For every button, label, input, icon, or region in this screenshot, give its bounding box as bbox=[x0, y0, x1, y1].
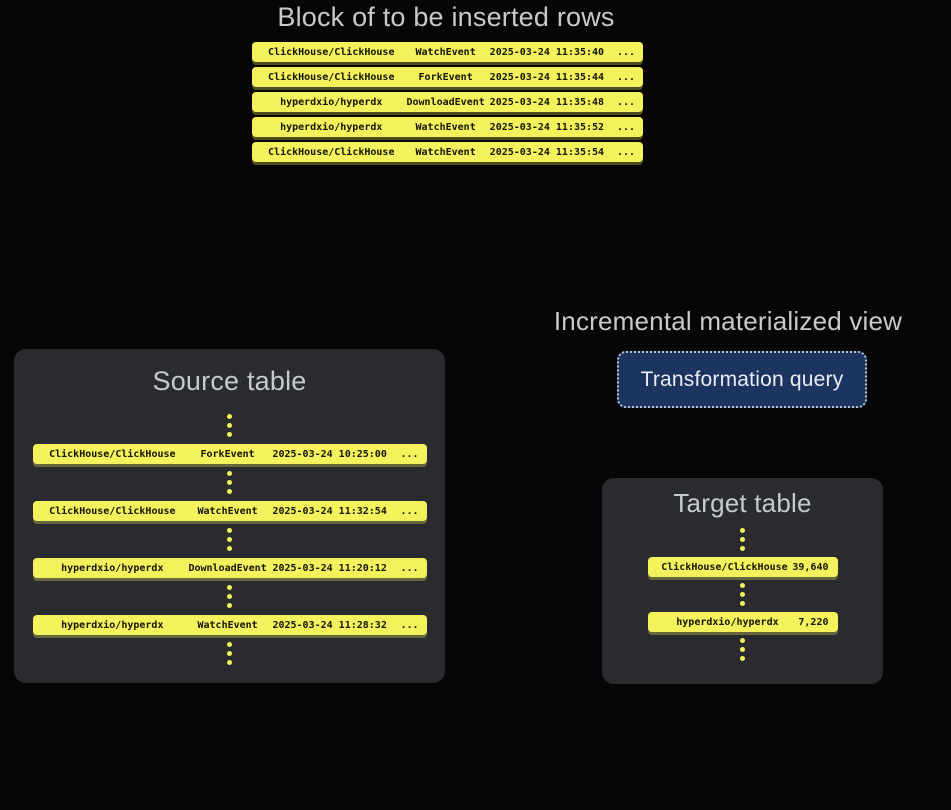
row-repo-cell: ClickHouse/ClickHouse bbox=[49, 505, 176, 517]
row-event-cell: DownloadEvent bbox=[406, 96, 485, 108]
row-time-cell: 2025-03-24 11:20:12 bbox=[272, 562, 387, 574]
row-event-cell: DownloadEvent bbox=[188, 562, 267, 574]
insert-block-rows: ClickHouse/ClickHouse WatchEvent 2025-03… bbox=[252, 42, 643, 162]
row-event-cell: WatchEvent bbox=[415, 46, 476, 58]
table-row: ClickHouse/ClickHouse ForkEvent 2025-03-… bbox=[252, 67, 643, 87]
row-time-cell: 2025-03-24 11:35:54 bbox=[489, 146, 605, 158]
row-more-cell: ... bbox=[616, 146, 635, 158]
ellipsis-dots-icon bbox=[227, 642, 232, 665]
row-event-cell: WatchEvent bbox=[415, 121, 476, 133]
table-row: ClickHouse/ClickHouse WatchEvent 2025-03… bbox=[252, 42, 643, 62]
row-repo-cell: hyperdxio/hyperdx bbox=[61, 619, 164, 631]
table-row: ClickHouse/ClickHouse ForkEvent 2025-03-… bbox=[32, 444, 427, 464]
table-row: ClickHouse/ClickHouse WatchEvent 2025-03… bbox=[252, 142, 643, 162]
ellipsis-dots-icon bbox=[740, 528, 745, 551]
row-repo-cell: ClickHouse/ClickHouse bbox=[268, 146, 395, 158]
row-time-cell: 2025-03-24 11:35:52 bbox=[489, 121, 605, 133]
transformation-query-button[interactable]: Transformation query bbox=[617, 351, 867, 408]
table-row: hyperdxio/hyperdx DownloadEvent 2025-03-… bbox=[252, 92, 643, 112]
table-row: ClickHouse/ClickHouse WatchEvent 2025-03… bbox=[32, 501, 427, 521]
row-count-cell: 7,220 bbox=[798, 616, 829, 628]
row-repo-cell: hyperdxio/hyperdx bbox=[676, 616, 779, 628]
table-row: hyperdxio/hyperdx WatchEvent 2025-03-24 … bbox=[252, 117, 643, 137]
ellipsis-dots-icon bbox=[227, 414, 232, 437]
row-repo-cell: ClickHouse/ClickHouse bbox=[268, 71, 395, 83]
ellipsis-dots-icon bbox=[227, 585, 232, 608]
row-repo-cell: hyperdxio/hyperdx bbox=[61, 562, 164, 574]
ellipsis-dots-icon bbox=[227, 528, 232, 551]
table-row: ClickHouse/ClickHouse 39,640 bbox=[647, 557, 838, 577]
row-time-cell: 2025-03-24 11:35:48 bbox=[489, 96, 605, 108]
row-more-cell: ... bbox=[616, 96, 635, 108]
row-event-cell: WatchEvent bbox=[197, 619, 258, 631]
source-table-title: Source table bbox=[152, 366, 307, 396]
row-event-cell: ForkEvent bbox=[200, 448, 255, 460]
row-time-cell: 2025-03-24 11:35:44 bbox=[489, 71, 605, 83]
row-more-cell: ... bbox=[400, 505, 419, 517]
materialized-view-title: Incremental materialized view bbox=[553, 306, 903, 336]
insert-block-title: Block of to be inserted rows bbox=[277, 2, 615, 32]
row-repo-cell: hyperdxio/hyperdx bbox=[280, 96, 383, 108]
ellipsis-dots-icon bbox=[740, 638, 745, 661]
row-event-cell: WatchEvent bbox=[415, 146, 476, 158]
row-time-cell: 2025-03-24 10:25:00 bbox=[272, 448, 387, 460]
row-time-cell: 2025-03-24 11:28:32 bbox=[272, 619, 387, 631]
table-row: hyperdxio/hyperdx WatchEvent 2025-03-24 … bbox=[32, 615, 427, 635]
row-repo-cell: ClickHouse/ClickHouse bbox=[661, 561, 788, 573]
row-more-cell: ... bbox=[400, 562, 419, 574]
row-event-cell: WatchEvent bbox=[197, 505, 258, 517]
row-count-cell: 39,640 bbox=[792, 561, 829, 573]
table-row: hyperdxio/hyperdx DownloadEvent 2025-03-… bbox=[32, 558, 427, 578]
target-table-panel: Target table ClickHouse/ClickHouse 39,64… bbox=[602, 478, 883, 684]
table-row: hyperdxio/hyperdx 7,220 bbox=[647, 612, 838, 632]
row-time-cell: 2025-03-24 11:35:40 bbox=[489, 46, 605, 58]
row-more-cell: ... bbox=[616, 71, 635, 83]
row-more-cell: ... bbox=[400, 448, 419, 460]
source-table-panel: Source table ClickHouse/ClickHouse ForkE… bbox=[14, 349, 445, 683]
row-repo-cell: ClickHouse/ClickHouse bbox=[268, 46, 395, 58]
row-repo-cell: hyperdxio/hyperdx bbox=[280, 121, 383, 133]
ellipsis-dots-icon bbox=[740, 583, 745, 606]
row-repo-cell: ClickHouse/ClickHouse bbox=[49, 448, 176, 460]
ellipsis-dots-icon bbox=[227, 471, 232, 494]
row-more-cell: ... bbox=[616, 46, 635, 58]
row-time-cell: 2025-03-24 11:32:54 bbox=[272, 505, 387, 517]
target-table-title: Target table bbox=[673, 488, 812, 518]
row-event-cell: ForkEvent bbox=[418, 71, 473, 83]
row-more-cell: ... bbox=[400, 619, 419, 631]
row-more-cell: ... bbox=[616, 121, 635, 133]
